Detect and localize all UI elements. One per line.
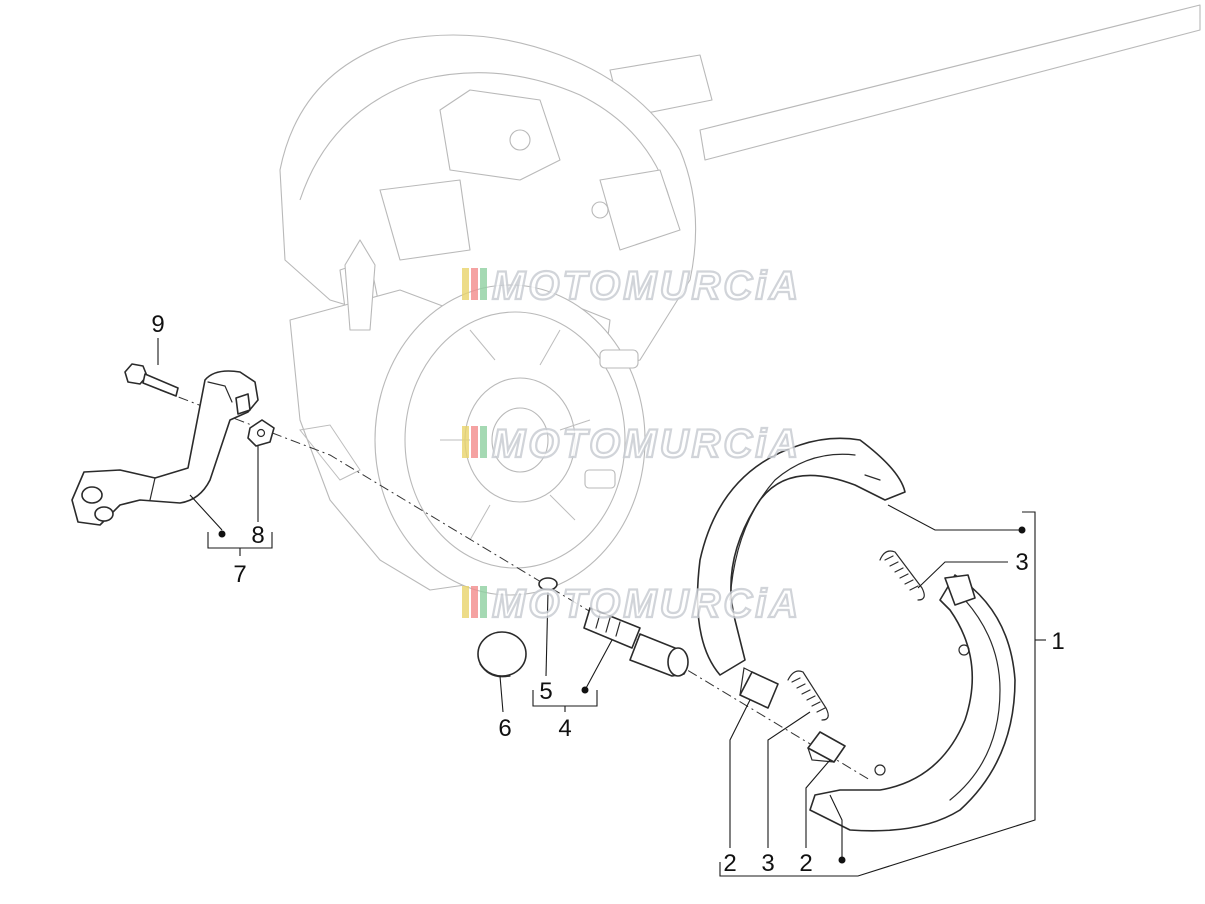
callout-3-lower: 3 [761,850,774,877]
watermark-2: MOTOMURCiA [462,421,801,467]
svg-text:MOTOMURCiA: MOTOMURCiA [492,422,801,466]
brake-cam-shaft [583,607,689,677]
watermark-1: MOTOMURCiA [462,263,801,309]
callout-4: 4 [558,715,571,742]
watermark-3: MOTOMURCiA [462,581,801,627]
o-ring [538,577,558,591]
lever-nut [247,419,275,447]
callout-7: 7 [233,561,246,588]
callout-3-upper: 3 [1015,549,1028,576]
return-spring-lower [787,670,829,721]
brake-shoe-lower [809,574,1016,832]
callout-2-left: 2 [723,850,736,877]
leader-lines [157,338,1046,877]
callout-6: 6 [498,715,511,742]
callout-9: 9 [151,311,164,338]
callout-2-right: 2 [799,850,812,877]
return-spring-upper [879,550,925,601]
dust-cap [477,631,527,678]
svg-text:MOTOMURCiA: MOTOMURCiA [492,582,801,626]
brake-lever [71,370,259,526]
engine-housing-drawing [279,4,1201,596]
callout-8: 8 [251,522,264,549]
svg-text:MOTOMURCiA: MOTOMURCiA [492,264,801,308]
shoe-clip-upper [739,667,779,709]
brake-shoe-upper [696,437,906,676]
callout-1: 1 [1051,628,1064,655]
lever-bolt [124,363,179,397]
shoe-clip-lower [807,731,846,763]
callout-5: 5 [539,678,552,705]
callout-labels: 9 8 7 6 5 4 3 1 2 3 2 [151,311,1064,877]
